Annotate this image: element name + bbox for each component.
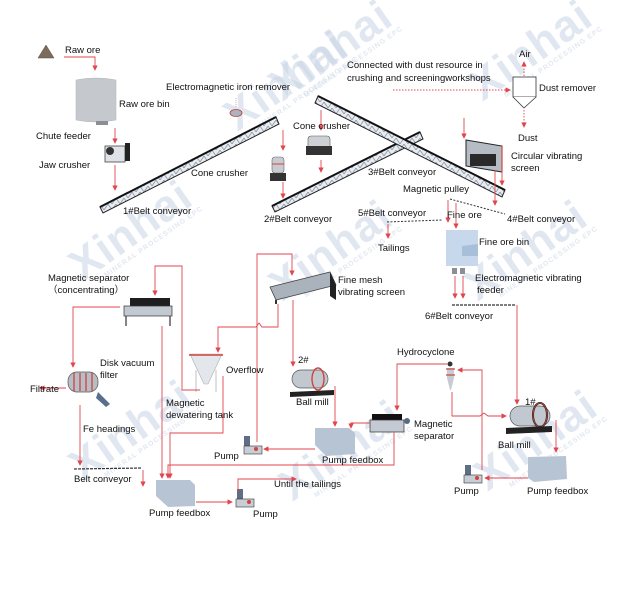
raw-ore-bin-icon [75,77,117,123]
label-magnetic-dewatering-tank: Magnetic [166,398,205,409]
flow-arrow [70,306,120,368]
flow-arrow [152,265,200,391]
label-pump: Pump [253,509,278,520]
jaw-crusher-icon [104,143,130,163]
ball-mill-1-icon [506,402,552,434]
label-jaw-crusher: Jaw crusher [39,160,91,171]
electromagnetic-iron-remover-icon [229,98,243,117]
magnetic-separator-icon [369,414,410,433]
circular-vibrating-screen-icon [465,139,503,173]
label-chute-feeder: Chute feeder [36,131,91,142]
pump-feedbox-middle-icon [315,428,355,456]
label-hydrocyclone: Hydrocyclone [397,347,455,358]
label-magnetic-pulley: Magnetic pulley [403,184,470,195]
label-belt-conveyor-6: 6#Belt conveyor [425,311,494,322]
fine-mesh-vibrating-screen-icon [269,271,337,304]
label-magnetic-separator-concentrating: （concentrating） [48,285,125,296]
label-fine-ore-bin: Fine ore bin [479,237,530,248]
label-raw-ore: Raw ore [65,45,101,56]
flow-arrow [451,392,507,419]
label-fine-ore: Fine ore [447,210,482,221]
cone-crusher-icon [306,135,332,155]
cone-crusher-icon [270,156,286,181]
label-belt-conveyor-2: 2#Belt conveyor [264,214,333,225]
belt-conveyor-bottom [73,467,143,470]
label-circular-vibrating-screen: Circular vibrating [511,151,583,162]
flow-arrow [394,363,447,411]
pump-middle-icon [243,436,263,455]
label-fine-mesh-vibrating-screen: vibrating screen [338,287,406,298]
label-raw-ore-bin: Raw ore bin [119,99,170,110]
label-pump-feedbox: Pump feedbox [149,508,211,519]
label-cone-crusher: Cone crusher [293,121,351,132]
label-belt-conveyor-5: 5#Belt conveyor [358,208,427,219]
label-pump: Pump [214,451,239,462]
pump-left-icon [235,489,255,508]
flow-arrow [237,476,297,492]
flow-arrow [256,253,295,442]
label-belt-conveyor-4: 4#Belt conveyor [507,214,576,225]
label-magnetic-separator: separator [414,431,455,442]
label-cone-crusher: Cone crusher [191,168,249,179]
flow-arrow [167,376,224,479]
flow-lines [39,56,559,505]
label-fine-mesh-vibrating-screen: Fine mesh [338,275,383,286]
label-belt-conveyor-3: 3#Belt conveyor [368,167,437,178]
pump-right-icon [463,465,483,484]
label-em-iron-remover: Electromagnetic iron remover [166,82,291,93]
label-ball-mill-1: Ball mill [498,440,531,451]
belt-conveyor-2 [271,131,424,213]
belt-conveyor-1 [99,116,280,214]
label-dust-note: Connected with dust resource in [347,60,483,71]
label-dust: Dust [518,133,538,144]
label-fe-headings: Fe headings [83,424,136,435]
label-pump-feedbox: Pump feedbox [322,455,384,466]
pump-feedbox-right-icon [528,456,567,482]
label-belt-conveyor-1: 1#Belt conveyor [123,206,192,217]
magnetic-dewatering-tank-icon [189,353,223,392]
disk-vacuum-filter-icon [67,371,110,407]
hydrocyclone-icon [446,361,455,390]
label-dust-note: crushing and screeningworkshops [347,73,491,84]
label-em-vibrating-feeder: Electromagnetic vibrating [475,273,582,284]
label-magnetic-dewatering-tank: dewatering tank [166,410,234,421]
label-air: Air [519,49,531,60]
label-em-vibrating-feeder: feeder [477,285,504,296]
label-ball-mill-2-tag: 2# [298,355,309,366]
flow-arrow [457,367,483,470]
label-disk-vacuum-filter: Disk vacuum [100,358,155,369]
magnetic-separator-concentrating-icon [123,298,173,326]
label-until-the-tailings: Until the tailings [274,479,342,490]
label-pump: Pump [454,486,479,497]
label-magnetic-separator: Magnetic [414,419,453,430]
label-dust-remover: Dust remover [539,83,597,94]
label-overflow: Overflow [226,365,264,376]
chute-feeder-icon [96,121,108,125]
belt-conveyor-3 [314,95,506,198]
belt-conveyor-5 [386,219,443,223]
dust-lines [393,61,527,128]
label-ball-mill-2: Ball mill [296,397,329,408]
label-belt-conveyor: Belt conveyor [74,474,132,485]
label-disk-vacuum-filter: filter [100,370,118,381]
fine-ore-bin-icon [446,230,478,274]
belt-conveyor-4 [449,198,506,215]
raw-ore-pile-icon [37,44,55,59]
pump-feedbox-left-icon [156,480,195,507]
label-filtrate: Filtrate [30,384,60,395]
flow-arrow [348,422,370,429]
flow-arrow [215,304,279,353]
flow-arrow [64,56,98,71]
label-ball-mill-1-tag: 1# [525,397,536,408]
label-pump-feedbox: Pump feedbox [527,486,589,497]
flow-arrow [165,432,395,479]
label-magnetic-separator-concentrating: Magnetic separator [48,273,130,284]
label-circular-vibrating-screen: screen [511,163,540,174]
ball-mill-2-icon [290,367,334,397]
dust-remover-icon [512,76,537,109]
label-tailings: Tailings [378,243,410,254]
